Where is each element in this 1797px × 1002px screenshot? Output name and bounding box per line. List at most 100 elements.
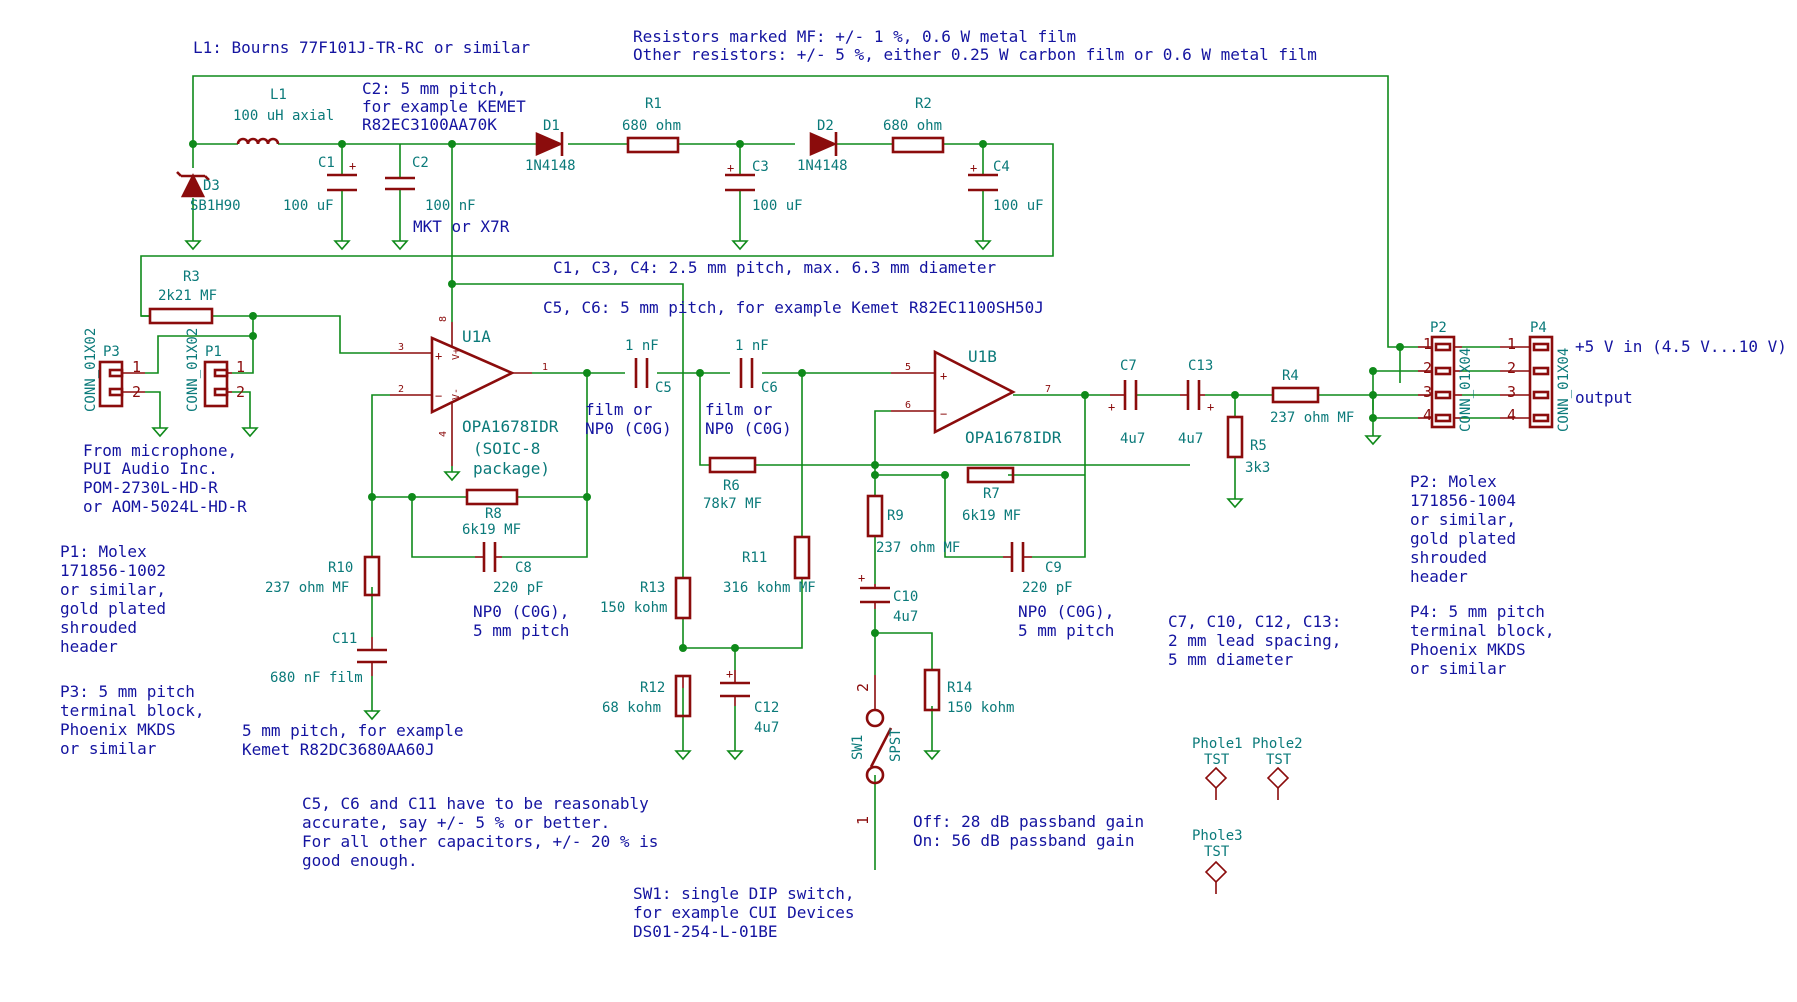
note-p2-3: or similar, — [1410, 510, 1516, 529]
connector-p2: 1 2 3 4 P2 CONN_01X04 — [1418, 320, 1474, 432]
c13-ref: C13 — [1188, 358, 1213, 374]
r5-ref: R5 — [1250, 438, 1267, 454]
note-resistors-other: Other resistors: +/- 5 %, either 0.25 W … — [633, 45, 1317, 64]
note-c2-1: C2: 5 mm pitch, — [362, 79, 507, 98]
note-p1-6: header — [60, 637, 118, 656]
r1-ref: R1 — [645, 96, 662, 112]
note-c11-2: Kemet R82DC3680AA60J — [242, 740, 435, 759]
u1b-minus: − — [940, 407, 947, 421]
c2-ref: C2 — [412, 155, 429, 171]
ground-icon — [184, 235, 202, 251]
capacitor-c2: C2 100 nF — [385, 155, 476, 214]
r7-value: 6k19 MF — [962, 508, 1021, 524]
note-l1: L1: Bourns 77F101J-TR-RC or similar — [193, 38, 531, 57]
resistor-r10: R10 237 ohm MF — [265, 555, 381, 597]
p4-pin2: 2 — [1507, 359, 1516, 377]
phole2-ref: Phole2 — [1252, 736, 1303, 752]
c3-plus: + — [727, 161, 734, 175]
r13-ref: R13 — [640, 580, 665, 596]
ground-icon — [391, 235, 409, 251]
capacitor-c5: C5 1 nF — [625, 338, 672, 396]
c13-plus: + — [1207, 400, 1214, 414]
phole2-value: TST — [1266, 752, 1292, 768]
r4-ref: R4 — [1282, 368, 1299, 384]
note-c5-type2: NP0 (C0G) — [585, 419, 672, 438]
note-c2-3: R82EC3100AA70K — [362, 115, 497, 134]
r8-value: 6k19 MF — [462, 522, 521, 538]
ground-symbols — [151, 235, 1382, 761]
diode-d2: D2 1N4148 — [797, 118, 848, 174]
note-p2-5: shrouded — [1410, 548, 1487, 567]
c10-ref: C10 — [893, 589, 918, 605]
r2-value: 680 ohm — [883, 118, 942, 134]
note-p1-4: gold plated — [60, 599, 166, 618]
c7-value: 4u7 — [1120, 431, 1145, 447]
capacitor-c8: C8 220 pF — [475, 542, 544, 596]
c5-ref: C5 — [655, 380, 672, 396]
note-c2-2: for example KEMET — [362, 97, 526, 116]
note-c6-type1: film or — [705, 400, 773, 419]
note-sw1-3: DS01-254-L-01BE — [633, 922, 778, 941]
capacitor-c9: C9 220 pF — [1003, 542, 1073, 596]
phole3-value: TST — [1204, 844, 1230, 860]
resistor-r5: R5 3k3 — [1226, 415, 1270, 476]
ground-icon — [151, 422, 169, 438]
phole1-value: TST — [1204, 752, 1230, 768]
resistor-r6: R6 78k7 MF — [703, 456, 762, 512]
c9-ref: C9 — [1045, 560, 1062, 576]
p2-pin4: 4 — [1423, 406, 1432, 424]
r12-value: 68 kohm — [602, 700, 661, 716]
capacitor-c6: C6 1 nF — [735, 338, 778, 396]
sw1-value: SPST — [888, 728, 904, 762]
note-sw1-2: for example CUI Devices — [633, 903, 855, 922]
c10-value: 4u7 — [893, 609, 918, 625]
u1a-pin2: 2 — [398, 384, 404, 395]
d2-ref: D2 — [817, 118, 834, 134]
ground-icon — [726, 745, 744, 761]
note-sw1-1: SW1: single DIP switch, — [633, 884, 855, 903]
note-c8-1: NP0 (C0G), — [473, 602, 569, 621]
capacitor-c4: + C4 100 uF — [968, 159, 1044, 214]
r14-ref: R14 — [947, 680, 972, 696]
ground-icon — [241, 422, 259, 438]
resistor-r14: R14 150 kohm — [923, 668, 1014, 716]
c12-value: 4u7 — [754, 720, 779, 736]
u1a-pin3: 3 — [398, 342, 404, 353]
c9-value: 220 pF — [1022, 580, 1073, 596]
l1-ref: L1 — [270, 87, 287, 103]
sw1-ref: SW1 — [850, 735, 866, 760]
note-gain-on: On: 56 dB passband gain — [913, 831, 1135, 850]
note-accuracy-1: C5, C6 and C11 have to be reasonably — [302, 794, 649, 813]
inductor-l1: L1 100 uH axial — [233, 87, 334, 145]
note-c56: C5, C6: 5 mm pitch, for example Kemet R8… — [543, 298, 1044, 317]
note-p4-4: or similar — [1410, 659, 1507, 678]
c8-ref: C8 — [515, 560, 532, 576]
r3-value: 2k21 MF — [158, 288, 217, 304]
c1-plus: + — [349, 159, 356, 173]
resistor-r9: R9 237 ohm MF — [866, 494, 960, 556]
note-accuracy-3: For all other capacitors, +/- 20 % is — [302, 832, 658, 851]
c7-ref: C7 — [1120, 358, 1137, 374]
notes: L1: Bourns 77F101J-TR-RC or similar Resi… — [60, 27, 1787, 941]
r2-ref: R2 — [915, 96, 932, 112]
c6-value: 1 nF — [735, 338, 769, 354]
d3-value: SB1H90 — [190, 198, 241, 214]
p4-pin3: 3 — [1507, 383, 1516, 401]
c4-plus: + — [970, 161, 977, 175]
c3-value: 100 uF — [752, 198, 803, 214]
note-accuracy-2: accurate, say +/- 5 % or better. — [302, 813, 610, 832]
ground-icon — [674, 745, 692, 761]
c5-value: 1 nF — [625, 338, 659, 354]
note-p3-1: P3: 5 mm pitch — [60, 682, 195, 701]
note-p1-3: or similar, — [60, 580, 166, 599]
note-vin: +5 V in (4.5 V...10 V) — [1575, 337, 1787, 356]
note-p1-5: shrouded — [60, 618, 137, 637]
p3-value: CONN_01X02 — [83, 328, 99, 412]
d1-value: 1N4148 — [525, 158, 576, 174]
note-mic-1: From microphone, — [83, 441, 237, 460]
u1b-value: OPA1678IDR — [965, 428, 1062, 447]
capacitor-c1: + C1 100 uF — [283, 155, 357, 214]
capacitor-c7: + C7 4u7 — [1108, 358, 1145, 447]
capacitor-c12: + C12 4u7 — [720, 667, 779, 736]
note-mic-4: or AOM-5024L-HD-R — [83, 497, 247, 516]
